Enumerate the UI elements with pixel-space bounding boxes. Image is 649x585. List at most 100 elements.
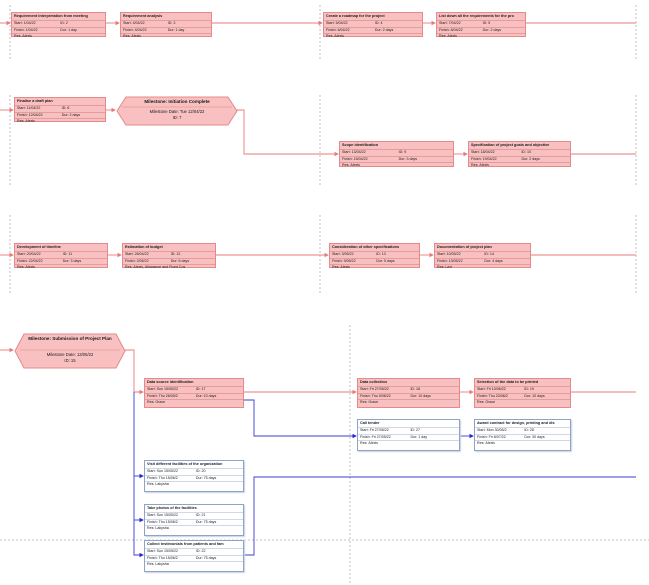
res-label: Res: (360, 400, 368, 405)
start-label: Start: (471, 150, 480, 154)
finish-label: Finish: (125, 258, 136, 263)
id-label: ID: (167, 21, 173, 25)
task-node-20[interactable]: Visit different facilities of the organi… (144, 460, 244, 492)
finish-value: 12/04/22 (28, 112, 43, 117)
finish-label: Finish: (123, 27, 134, 32)
finish-value: 19/04/22 (482, 156, 497, 161)
task-title: Take photos of the facilities (147, 506, 197, 510)
dur-value: 10 days (203, 393, 217, 398)
finish-value: 22/04/22 (28, 258, 43, 263)
id-label: ID: (195, 469, 201, 473)
dur-value: 6 days (178, 258, 190, 263)
res-value: Alexis (479, 163, 489, 168)
start-label: Start: (326, 21, 335, 25)
task-res-row: Res: Alexis (15, 118, 105, 125)
start-label: Start: (123, 21, 132, 25)
id-value: 5 (488, 21, 491, 25)
task-title: Finalise a draft plan (17, 99, 53, 103)
dur-label: Dur: (398, 156, 406, 161)
dur-value: 2 days (382, 27, 394, 32)
res-value: Alexis (334, 34, 344, 39)
id-value: 4 (380, 21, 383, 25)
task-res-row: Res: Alexis (340, 162, 453, 169)
res-value: Lakysha (155, 562, 169, 567)
start-label: Start: (147, 549, 156, 553)
res-value: Grace (485, 400, 496, 405)
start-label: Start: (360, 428, 369, 432)
dur-label: Dur: (62, 258, 70, 263)
start-label: Start: (342, 150, 351, 154)
dur-label: Dur: (376, 258, 383, 263)
id-value: 20 (201, 469, 206, 473)
start-value: 18/04/22 (480, 150, 495, 154)
start-value: 20/04/22 (26, 252, 41, 256)
task-title: Call tender (360, 421, 380, 425)
dur-label: Dur: (170, 258, 178, 263)
start-label: Start: (477, 387, 486, 391)
task-title: Data collection (360, 380, 388, 384)
res-label: Res: (439, 34, 447, 39)
res-label: Res: (17, 265, 25, 270)
start-label: Start: (17, 106, 26, 110)
task-title: List down all the requirements for the p… (439, 14, 514, 18)
milestone-hexagon-shape (116, 96, 238, 126)
task-node-10[interactable]: Specification of project goals and objec… (468, 141, 571, 167)
dur-label: Dur: (524, 393, 532, 398)
id-label: ID: (524, 428, 529, 432)
id-value: 21 (201, 513, 206, 517)
finish-value: 15/04/22 (353, 156, 368, 161)
finish-label: Finish: (147, 555, 158, 560)
start-value: 5/04/22 (335, 21, 348, 25)
res-label: Res: (123, 34, 131, 39)
dur-value: 30 days (532, 434, 545, 439)
task-node-5[interactable]: List down all the requirements for the p… (436, 12, 526, 39)
res-value: Grace (368, 400, 379, 405)
dur-label: Dur: (60, 27, 68, 32)
finish-value: Thu 15/06/2 (158, 475, 178, 480)
finish-label: Finish: (147, 519, 158, 524)
task-res-row: Res: Lakysha (145, 481, 243, 488)
milestone-submission-of-project-plan[interactable]: Milestone: Submission of Project Plan Mi… (14, 333, 126, 369)
res-label: Res: (147, 562, 155, 567)
task-node-22[interactable]: Collect testimonials from patients and f… (144, 540, 244, 572)
task-node-28[interactable]: Award contract for design, printing and … (474, 419, 571, 451)
dur-label: Dur: (484, 258, 492, 263)
id-value: 19 (529, 387, 534, 391)
finish-value: Thu 23/06/2 (488, 393, 508, 398)
id-value: 14 (489, 252, 494, 256)
start-label: Start: (437, 252, 446, 256)
task-title: Estimation of budget (125, 245, 163, 249)
milestone-initiation-complete[interactable]: Milestone: Initiation Complete Milestone… (116, 96, 238, 126)
res-value: Alexis (22, 34, 32, 39)
finish-label: Finish: (360, 393, 371, 398)
finish-label: Finish: (147, 475, 158, 480)
